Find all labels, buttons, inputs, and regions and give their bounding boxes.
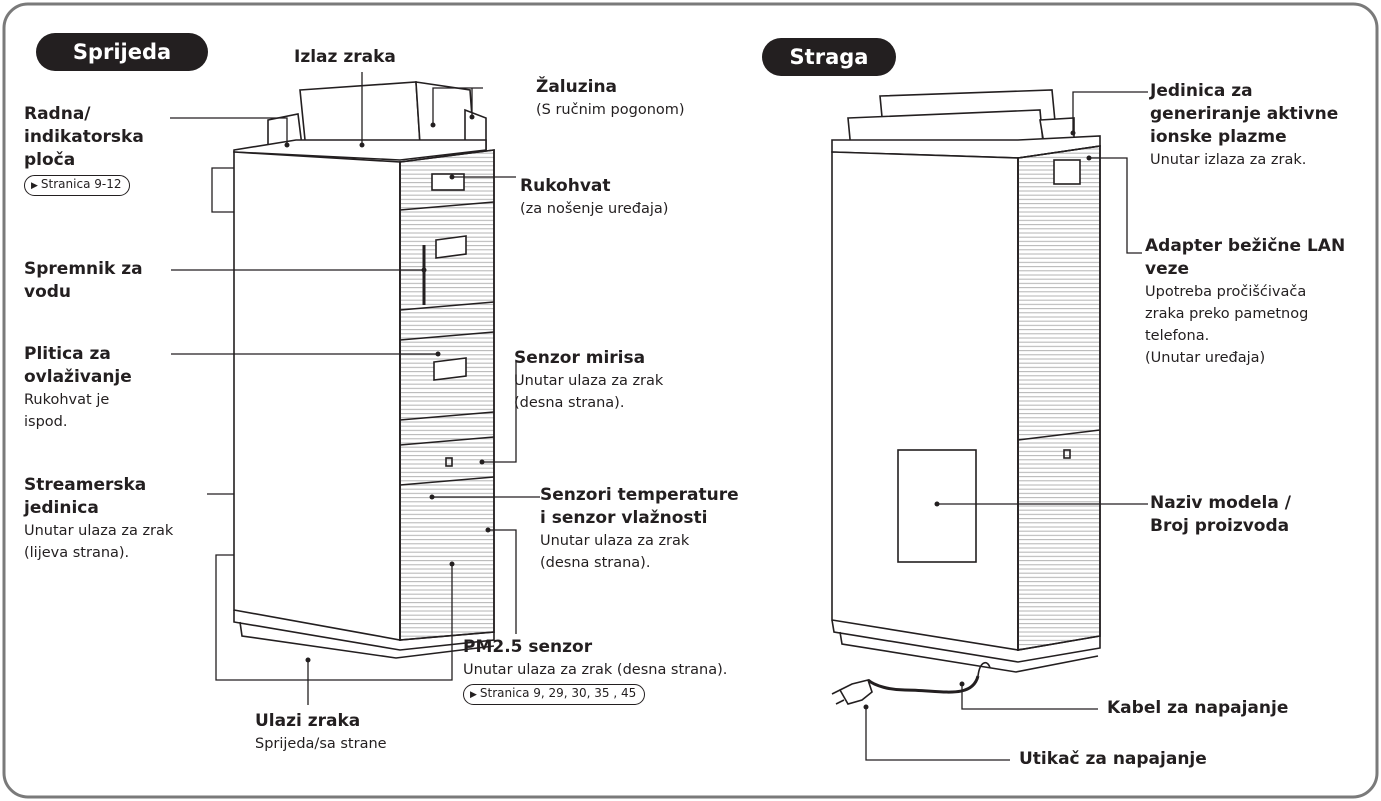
label-humidifying-tray: Plitica za ovlaživanje Rukohvat je ispod… <box>24 344 132 430</box>
label-power-cable: Kabel za napajanje <box>1107 698 1289 718</box>
label-water-tank: Spremnik za vodu <box>24 259 143 302</box>
label-pm25-sensor: PM2.5 senzor Unutar ulaza za zrak (desna… <box>463 636 727 705</box>
label-ion-plasma-unit: Jedinica za generiranje aktivne ionske p… <box>1150 81 1339 168</box>
label-temperature-humidity-sensors: Senzori temperature i senzor vlažnosti U… <box>540 485 739 571</box>
page-reference-panel: ▶Stranica 9-12 <box>24 175 131 196</box>
label-louver: Žaluzina (S ručnim pogonom) <box>536 77 685 118</box>
label-odor-sensor: Senzor mirisa Unutar ulaza za zrak (desn… <box>514 348 664 411</box>
section-front-header: Sprijeda <box>36 33 208 71</box>
label-streamer-unit: Streamerska jedinica Unutar ulaza za zra… <box>24 475 174 561</box>
label-operation-panel: Radna/ indikatorska ploča ▶Stranica 9-12 <box>24 103 144 196</box>
label-wireless-lan-adapter: Adapter bežične LAN veze Upotreba pročiš… <box>1145 236 1346 366</box>
back-unit-illustration <box>831 89 1101 705</box>
label-air-inlets: Ulazi zraka Sprijeda/sa strane <box>255 711 387 752</box>
section-back-header: Straga <box>762 38 896 76</box>
label-air-outlet: Izlaz zraka <box>294 47 396 67</box>
label-power-plug: Utikač za napajanje <box>1019 749 1207 769</box>
label-handle: Rukohvat (za nošenje uređaja) <box>520 176 669 217</box>
callout-dots <box>284 114 1092 710</box>
page-reference-pm25: ▶Stranica 9, 29, 30, 35 , 45 <box>463 684 646 705</box>
label-model-name: Naziv modela / Broj proizvoda <box>1150 493 1291 536</box>
callout-lines <box>170 72 1148 761</box>
front-unit-illustration <box>233 81 495 659</box>
